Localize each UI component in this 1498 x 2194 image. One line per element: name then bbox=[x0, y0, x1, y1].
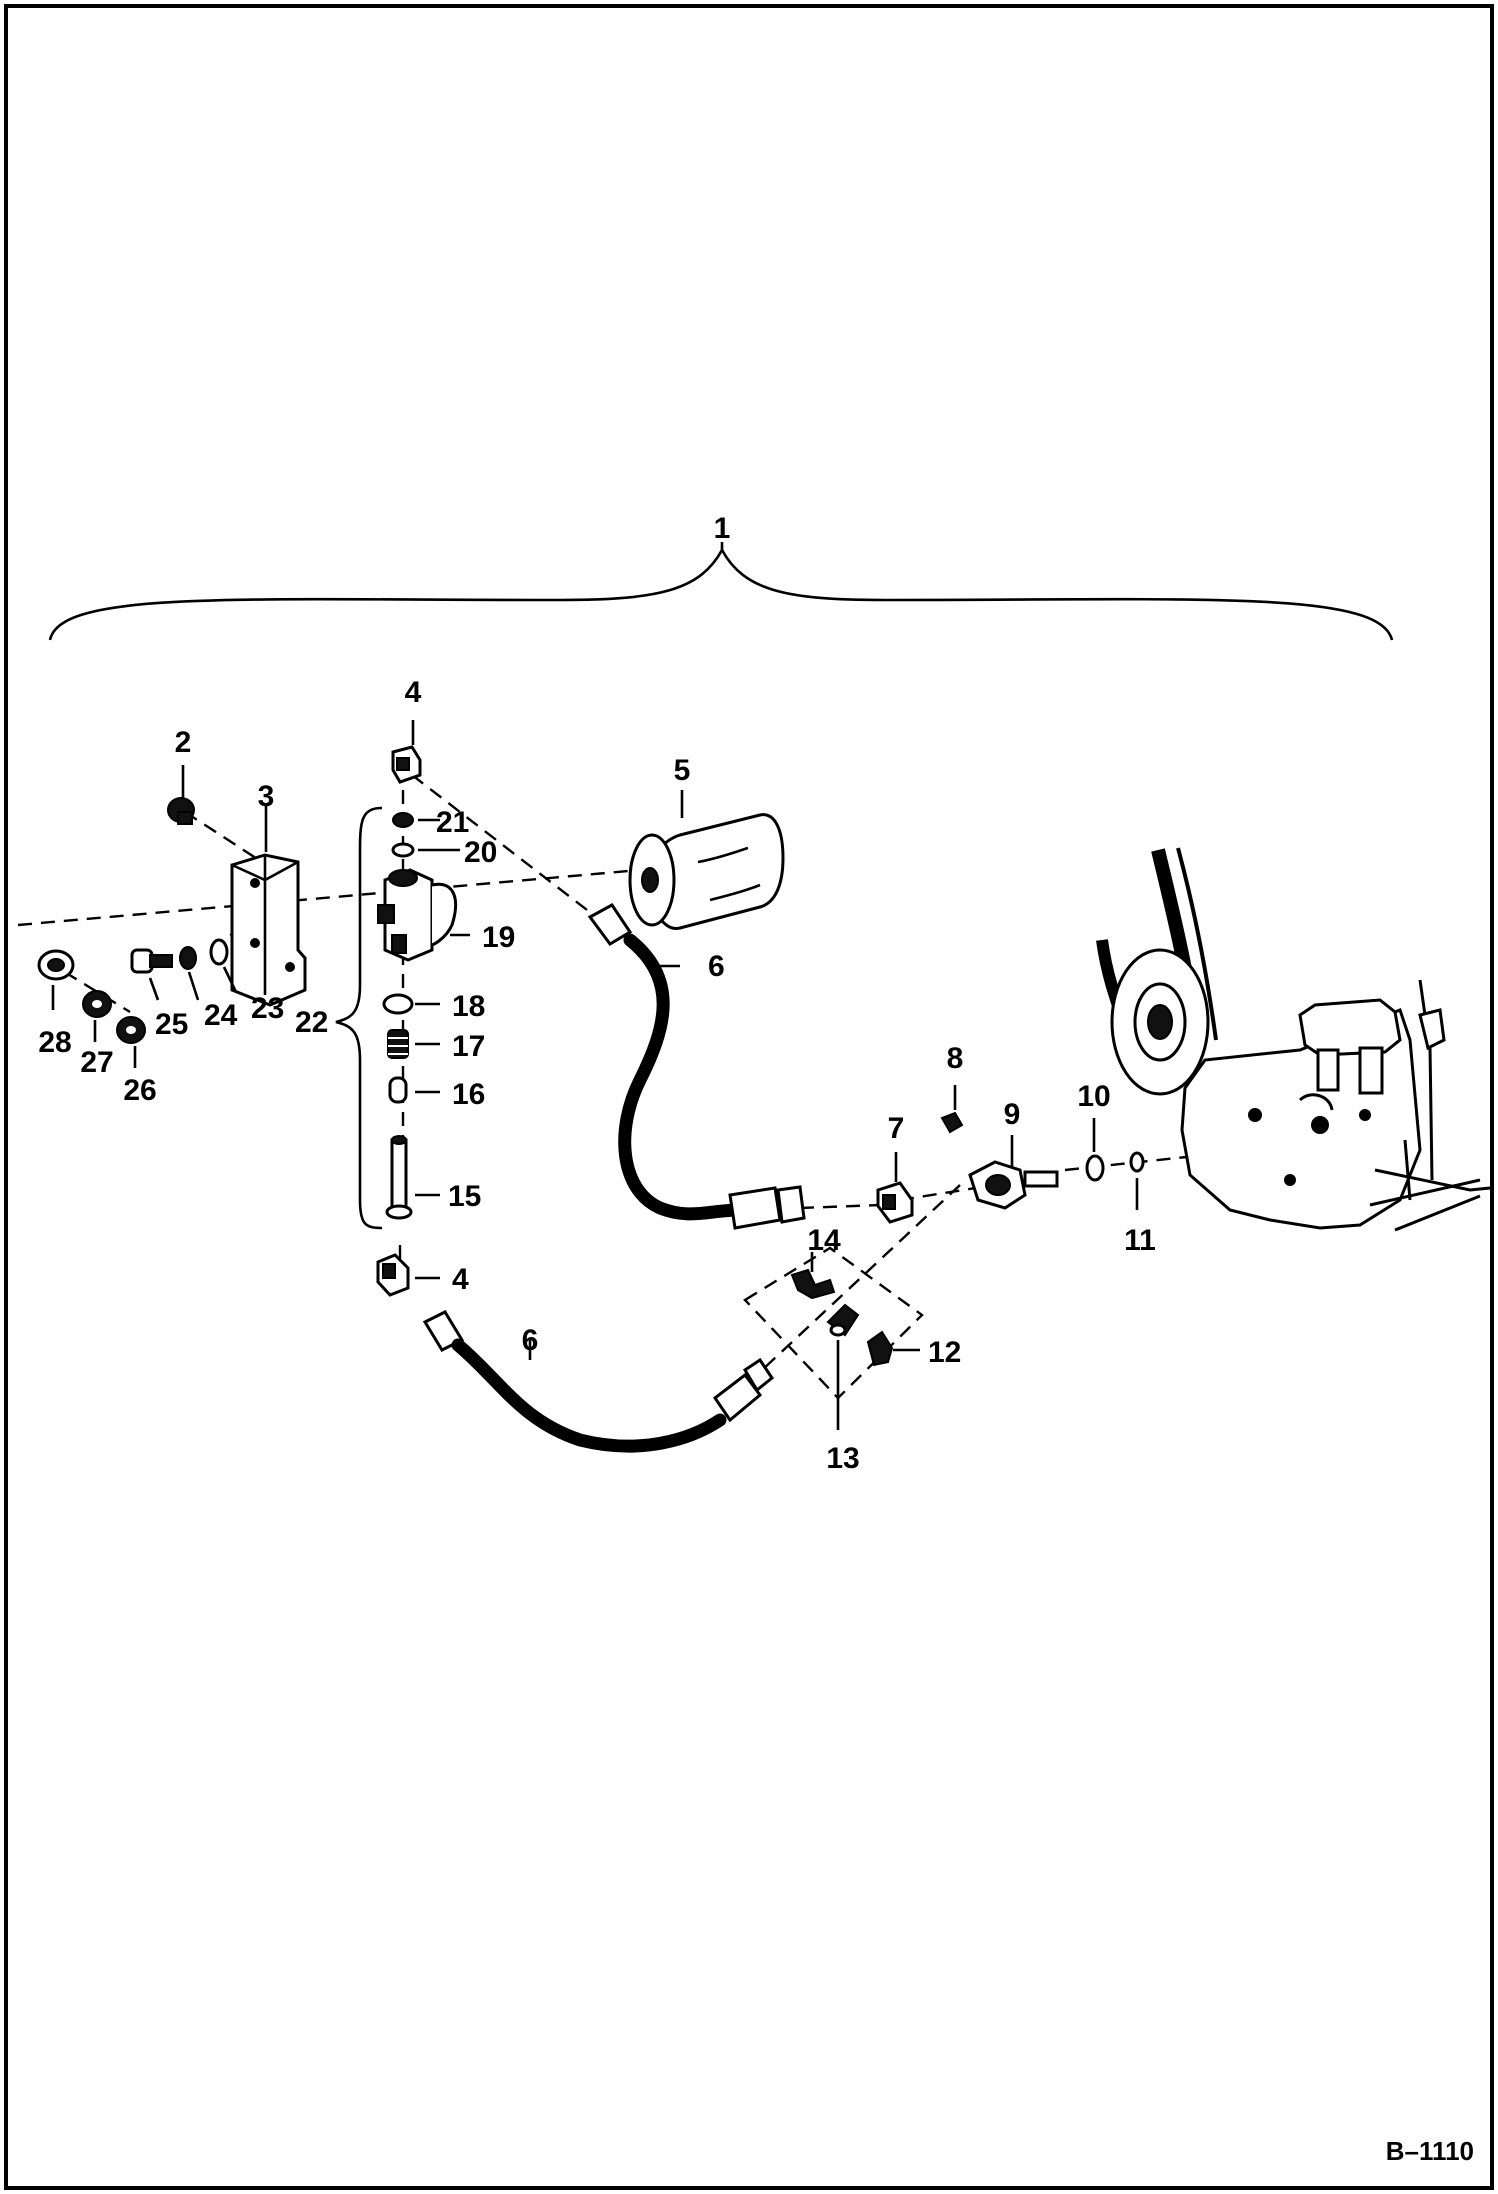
part-6-hose-lower bbox=[422, 1310, 775, 1453]
part-9-adapter bbox=[968, 1160, 1059, 1210]
callout-1: 1 bbox=[714, 512, 731, 545]
callout-10: 10 bbox=[1077, 1080, 1110, 1113]
callout-2: 2 bbox=[175, 726, 192, 759]
part-20-oring bbox=[391, 842, 415, 858]
callout-21: 21 bbox=[436, 806, 469, 839]
callout-4-bottom: 4 bbox=[452, 1263, 469, 1296]
callout-22: 22 bbox=[295, 1006, 328, 1039]
part-19-filter-head bbox=[377, 868, 457, 962]
callout-6-lower: 6 bbox=[522, 1324, 539, 1357]
part-17-spring bbox=[387, 1029, 409, 1059]
part-25-bolt bbox=[130, 948, 173, 974]
part-10-oring bbox=[1085, 1154, 1105, 1182]
part-12-elbow bbox=[866, 1330, 894, 1367]
part-4-fitting-top bbox=[391, 745, 422, 784]
callout-12: 12 bbox=[928, 1336, 961, 1369]
callout-leaders bbox=[51, 542, 1139, 1430]
callout-7: 7 bbox=[888, 1112, 905, 1145]
callout-labels: 1 2 3 4 4 5 6 6 7 8 9 10 11 12 13 14 15 … bbox=[38, 512, 1156, 1475]
callout-8: 8 bbox=[947, 1042, 964, 1075]
kit-13-box bbox=[743, 1246, 924, 1400]
callout-24: 24 bbox=[204, 999, 238, 1032]
callout-15: 15 bbox=[448, 1180, 481, 1213]
part-11-oring bbox=[1129, 1151, 1145, 1173]
part-16-plug bbox=[388, 1076, 408, 1104]
part-3-bracket bbox=[230, 853, 307, 1007]
callout-28: 28 bbox=[38, 1026, 71, 1059]
callout-3: 3 bbox=[258, 780, 275, 813]
part-2-bolt bbox=[167, 797, 195, 825]
part-4-fitting-bottom bbox=[376, 1253, 410, 1297]
callout-14: 14 bbox=[807, 1224, 841, 1257]
callout-26: 26 bbox=[123, 1074, 156, 1107]
group-22-bracket bbox=[335, 806, 383, 1230]
callout-19: 19 bbox=[482, 921, 515, 954]
part-5-filter bbox=[628, 813, 785, 930]
callout-11: 11 bbox=[1124, 1224, 1156, 1257]
part-6-hose-upper bbox=[587, 903, 806, 1230]
part-24-washer bbox=[179, 946, 197, 970]
callout-23: 23 bbox=[251, 992, 284, 1025]
callout-6-upper: 6 bbox=[708, 950, 725, 983]
part-8-plug bbox=[940, 1111, 964, 1134]
part-28-washer bbox=[37, 949, 75, 981]
callout-5: 5 bbox=[674, 754, 691, 787]
part-23-washer bbox=[209, 938, 229, 966]
part-26-nut bbox=[116, 1016, 146, 1044]
engine-housing bbox=[1096, 847, 1491, 1232]
callout-13: 13 bbox=[826, 1442, 859, 1475]
part-13-fitting bbox=[826, 1303, 860, 1337]
part-21-washer bbox=[392, 812, 414, 828]
part-18-seal bbox=[382, 993, 414, 1015]
callout-18: 18 bbox=[452, 990, 485, 1023]
callout-4-top: 4 bbox=[405, 676, 422, 709]
callout-27: 27 bbox=[80, 1046, 113, 1079]
callout-16: 16 bbox=[452, 1078, 485, 1111]
callout-17: 17 bbox=[452, 1030, 485, 1063]
part-7-adapter bbox=[876, 1181, 914, 1224]
part-15-valve-stem bbox=[385, 1135, 413, 1220]
reference-code: B–1110 bbox=[1386, 2136, 1474, 2166]
part-27-nut bbox=[82, 990, 112, 1018]
callout-25: 25 bbox=[155, 1008, 188, 1041]
part-14-elbow bbox=[790, 1268, 836, 1300]
callout-9: 9 bbox=[1004, 1098, 1021, 1131]
callout-20: 20 bbox=[464, 836, 497, 869]
